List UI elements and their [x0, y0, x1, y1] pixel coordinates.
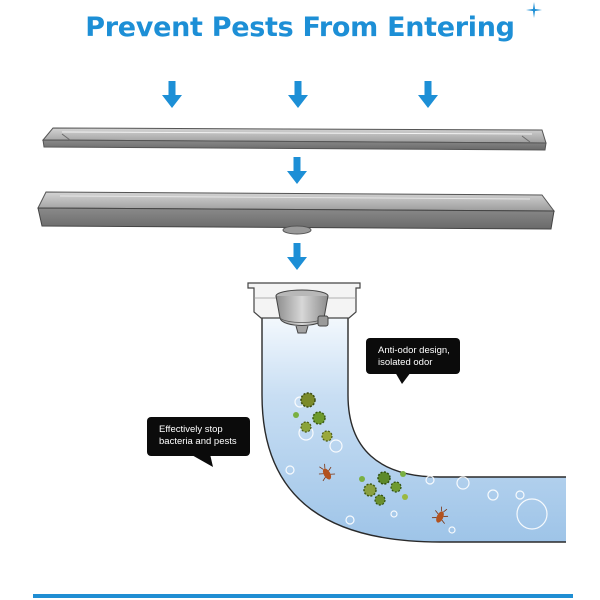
down-arrow-icon — [287, 243, 307, 270]
drain-pipe — [261, 318, 566, 543]
drain-cover-strip — [41, 127, 547, 151]
callout-stop-pests: Effectively stop bacteria and pests — [147, 417, 250, 456]
sparkle-icon — [526, 2, 542, 18]
cockroach-icon — [431, 506, 449, 524]
callout-stop-pests-line2: bacteria and pests — [159, 436, 237, 447]
down-arrow-icon — [162, 81, 182, 108]
drain-channel — [37, 191, 556, 235]
cockroach-icon — [318, 463, 336, 482]
bottom-divider — [33, 594, 573, 598]
page-title: Prevent Pests From Entering — [85, 12, 515, 43]
callout-stop-pests-line1: Effectively stop — [159, 424, 223, 435]
callout-anti-odor-line1: Anti-odor design, — [378, 345, 450, 356]
down-arrow-icon — [288, 81, 308, 108]
drain-body — [247, 282, 361, 334]
callout-anti-odor: Anti-odor design, isolated odor — [366, 338, 460, 374]
bacteria-cluster — [293, 392, 408, 506]
callout-anti-odor-line2: isolated odor — [378, 357, 433, 368]
down-arrow-icon — [418, 81, 438, 108]
down-arrow-icon — [287, 157, 307, 184]
